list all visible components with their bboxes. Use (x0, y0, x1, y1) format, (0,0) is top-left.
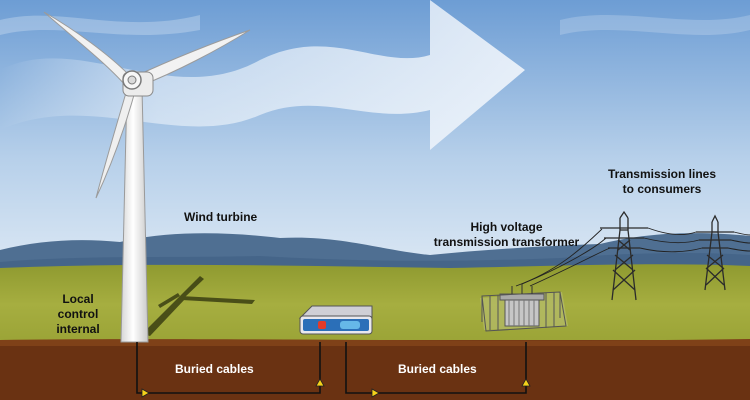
buried-cables (136, 342, 527, 394)
label-local-control-line: Local (62, 292, 94, 306)
label-local-control: Local control internal (48, 292, 108, 337)
cable-arrow-icon (141, 378, 531, 398)
soil-edge (0, 339, 750, 346)
turbine-shadow (142, 276, 255, 336)
label-local-control-line: control (57, 307, 99, 321)
label-transformer: High voltage transmission transformer (424, 220, 589, 250)
label-local-control-line: internal (56, 322, 100, 336)
pylon-icon (696, 214, 734, 291)
cloud-streak (0, 15, 200, 35)
ground (0, 264, 750, 345)
label-buried-cables-1: Buried cables (175, 362, 254, 376)
soil (0, 340, 750, 400)
label-transmission-lines-line: to consumers (622, 182, 702, 196)
transformer-icon (480, 284, 568, 332)
transmission-lines (515, 227, 750, 287)
label-buried-cables-2: Buried cables (398, 362, 477, 376)
label-transformer-line: High voltage (470, 220, 543, 234)
label-transmission-lines-line: Transmission lines (607, 167, 717, 181)
label-wind-turbine: Wind turbine (184, 210, 258, 224)
label-transformer-line: transmission transformer (433, 235, 580, 249)
wind-turbine-icon (43, 11, 251, 343)
cloud-streak (560, 15, 750, 35)
label-transmission-lines: Transmission lines to consumers (602, 167, 722, 197)
control-box-icon (298, 305, 373, 335)
pylon-icon (600, 210, 648, 301)
